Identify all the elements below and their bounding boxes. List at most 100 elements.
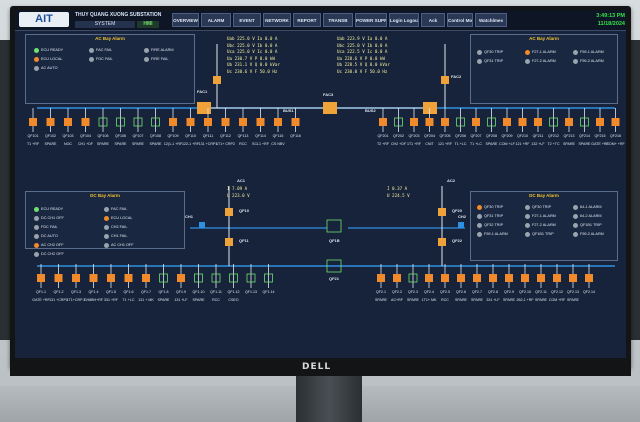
nav-button-login-logout[interactable]: Login Logout: [389, 13, 419, 27]
alarm-label: 64-2 ALARM: [580, 214, 602, 218]
dc-left-breaker-9[interactable]: [194, 273, 203, 283]
dc-right-breaker-1[interactable]: [393, 274, 401, 282]
ac-right-breaker-1[interactable]: [394, 117, 403, 127]
feeder-name: COM +RF: [548, 298, 566, 302]
ac-breaker-fac1[interactable]: [197, 102, 211, 114]
ac-left-breaker-10[interactable]: [204, 118, 212, 126]
ac-right-breaker-14[interactable]: [596, 118, 604, 126]
nav-button-report[interactable]: REPORT: [293, 13, 321, 27]
dc-left-breaker-3[interactable]: [89, 274, 98, 282]
ac-left-breaker-15[interactable]: [291, 118, 300, 126]
ac-left-breaker-6[interactable]: [133, 117, 143, 127]
ac-left-breaker-3[interactable]: [81, 118, 90, 126]
label-qf22: QF22: [452, 238, 463, 243]
ac-right-breaker-6[interactable]: [472, 118, 480, 126]
ac-right-breaker-13[interactable]: [580, 117, 589, 127]
dc-ch2-indicator[interactable]: [458, 222, 464, 228]
ac-left-breaker-2[interactable]: [64, 118, 72, 126]
ac-left-breaker-7[interactable]: [151, 117, 160, 127]
dc-left-breaker-1[interactable]: [54, 274, 63, 282]
nav-button-event[interactable]: EVENT: [233, 13, 261, 27]
ac-left-breaker-9[interactable]: [186, 118, 195, 126]
nav-button-control-mode[interactable]: Control Mode: [447, 13, 473, 27]
ac-left-breaker-0[interactable]: [29, 118, 37, 126]
dc-left-breaker-13[interactable]: [264, 273, 273, 283]
dc-left-breaker-0[interactable]: [37, 274, 45, 282]
dc-right-breaker-6[interactable]: [473, 274, 481, 282]
feeder-code: QF2.12: [551, 290, 563, 294]
ac-right-breaker-3[interactable]: [425, 118, 434, 126]
dc-left-breaker-11[interactable]: [229, 273, 238, 283]
ac-right-breaker-10[interactable]: [534, 118, 542, 126]
dc-right-breaker-2[interactable]: [408, 273, 418, 283]
station-title: THUY QUANG XUONG SUBSTATION: [75, 12, 162, 18]
label-ac1: AC1: [237, 178, 246, 183]
feeder-name: CH2 +DF: [390, 142, 407, 146]
dc-right-breaker-12[interactable]: [569, 274, 577, 282]
dc-right-breaker-3[interactable]: [425, 274, 433, 282]
dc-breaker-qf20[interactable]: [438, 208, 446, 216]
ac-right-breaker-12[interactable]: [565, 118, 573, 126]
ac-left-breaker-4[interactable]: [98, 117, 108, 127]
feeder-name: RCC: [212, 298, 220, 302]
feeder-code: QF106: [115, 134, 126, 138]
feeder-code: QF209: [501, 134, 513, 138]
dc-right-breaker-8[interactable]: [505, 274, 513, 282]
alarm-item: DC AUTO: [34, 233, 58, 240]
dc-right-breaker-13[interactable]: [585, 274, 593, 282]
nav-button-transb[interactable]: TRANSB: [323, 13, 353, 27]
dc-left-breaker-2[interactable]: [72, 274, 80, 282]
dc-left-breaker-10[interactable]: [211, 273, 221, 283]
dc-left-breaker-5[interactable]: [124, 274, 133, 282]
dc-ch1-indicator[interactable]: [199, 222, 205, 228]
dc-right-breaker-11[interactable]: [553, 274, 561, 282]
ac-left-breaker-13[interactable]: [256, 118, 265, 126]
dc-left-breaker-7[interactable]: [159, 273, 168, 283]
ac-right-breaker-4[interactable]: [441, 118, 449, 126]
dc-left-breaker-4[interactable]: [107, 274, 115, 282]
ac-right-breaker-0[interactable]: [379, 118, 387, 126]
nav-button-watchlmes[interactable]: Watchlmes: [475, 13, 507, 27]
ac-breaker-fac2[interactable]: [423, 102, 437, 114]
ac-right-breaker-5[interactable]: [456, 117, 465, 127]
alarm-item: FAC FAIL: [89, 47, 112, 54]
dc-right-breaker-0[interactable]: [377, 274, 385, 282]
dc-breaker-qf1b[interactable]: [326, 219, 342, 233]
ac-right-breaker-9[interactable]: [518, 118, 527, 126]
ac-breaker-fac3[interactable]: [323, 102, 337, 114]
dc-right-breaker-7[interactable]: [489, 274, 497, 282]
ac-left-breaker-8[interactable]: [169, 118, 177, 126]
dc-breaker-qf11[interactable]: [225, 238, 233, 246]
dc-right-breaker-10[interactable]: [537, 274, 545, 282]
feeder-code: QF207: [470, 134, 482, 138]
alarm-status-icon: [525, 231, 530, 237]
feeder-code: QF2.4: [424, 290, 434, 294]
dc-breaker-qf10[interactable]: [225, 208, 233, 216]
dc-left-breaker-6[interactable]: [142, 274, 150, 282]
dc-left-breaker-8[interactable]: [177, 274, 185, 282]
ac-right-breaker-2[interactable]: [410, 118, 418, 126]
ac-breaker-left[interactable]: [213, 76, 221, 84]
ac-left-breaker-12[interactable]: [239, 118, 247, 126]
ac-right-breaker-8[interactable]: [503, 118, 511, 126]
ac-left-breaker-1[interactable]: [46, 118, 55, 126]
nav-button-network[interactable]: NETWORK: [263, 13, 291, 27]
ac-left-breaker-5[interactable]: [116, 117, 125, 127]
dc-right-breaker-9[interactable]: [521, 274, 529, 282]
ac-right-breaker-7[interactable]: [487, 117, 496, 127]
feeder-code: QF115: [272, 134, 284, 138]
ac-right-breaker-15[interactable]: [611, 118, 620, 126]
dc-right-breaker-4[interactable]: [441, 274, 449, 282]
nav-button-alarm[interactable]: ALARM: [201, 13, 231, 27]
nav-button-ack[interactable]: Ack: [421, 13, 445, 27]
ac-left-breaker-14[interactable]: [274, 118, 282, 126]
ac-left-breaker-11[interactable]: [221, 118, 230, 126]
nav-button-overview[interactable]: OVERVIEW: [172, 13, 199, 27]
dc-breaker-qf21[interactable]: [326, 259, 342, 273]
dc-breaker-qf22[interactable]: [438, 238, 446, 246]
nav-button-power-supply[interactable]: POWER SUPPLY: [355, 13, 387, 27]
ac-breaker-right[interactable]: [441, 76, 449, 84]
dc-left-breaker-12[interactable]: [246, 273, 256, 283]
dc-right-breaker-5[interactable]: [457, 274, 465, 282]
ac-right-breaker-11[interactable]: [549, 117, 558, 127]
